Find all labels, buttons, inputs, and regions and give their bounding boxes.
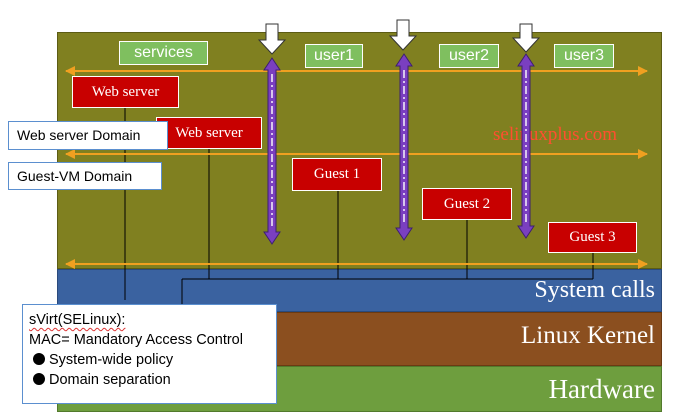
user3-tag: user3 [554, 44, 614, 68]
entry-arrow-user1 [257, 23, 287, 55]
guest-2-box: Guest 2 [422, 188, 512, 220]
bullet-icon [33, 373, 45, 385]
guest-vm-domain-callout: Guest-VM Domain [8, 162, 162, 190]
user1-tag: user1 [305, 44, 363, 68]
syscall-arrow-user1 [263, 57, 281, 245]
user2-tag: user2 [439, 44, 499, 68]
svirt-info-box: sVirt(SELinux): MAC= Mandatory Access Co… [22, 304, 277, 404]
guest-3-box: Guest 3 [548, 222, 637, 253]
svirt-bullet-system-wide-policy: System-wide policy [49, 352, 174, 368]
svirt-bullet-domain-separation: Domain separation [49, 372, 171, 388]
guest-1-box: Guest 1 [292, 158, 382, 191]
bullet-icon [33, 353, 45, 365]
svirt-mac-definition: MAC= Mandatory Access Control [29, 332, 243, 348]
entry-arrows [257, 19, 541, 55]
entry-arrow-user2 [388, 19, 418, 51]
syscall-arrow-user3 [517, 53, 535, 239]
domain-boundaries [65, 66, 648, 269]
syscall-arrow-user2 [395, 53, 413, 241]
web-server-box-2: Web server [156, 117, 262, 149]
svirt-title: sVirt(SELinux): [29, 312, 126, 328]
services-tag: services [119, 41, 208, 65]
entry-arrow-user3 [511, 23, 541, 53]
web-server-domain-callout: Web server Domain [8, 121, 168, 150]
system-calls-label: System calls [534, 277, 655, 303]
linux-kernel-label: Linux Kernel [521, 322, 655, 349]
syscall-arrows [263, 53, 535, 245]
hardware-label: Hardware [548, 374, 655, 404]
web-server-box-1: Web server [72, 76, 179, 108]
